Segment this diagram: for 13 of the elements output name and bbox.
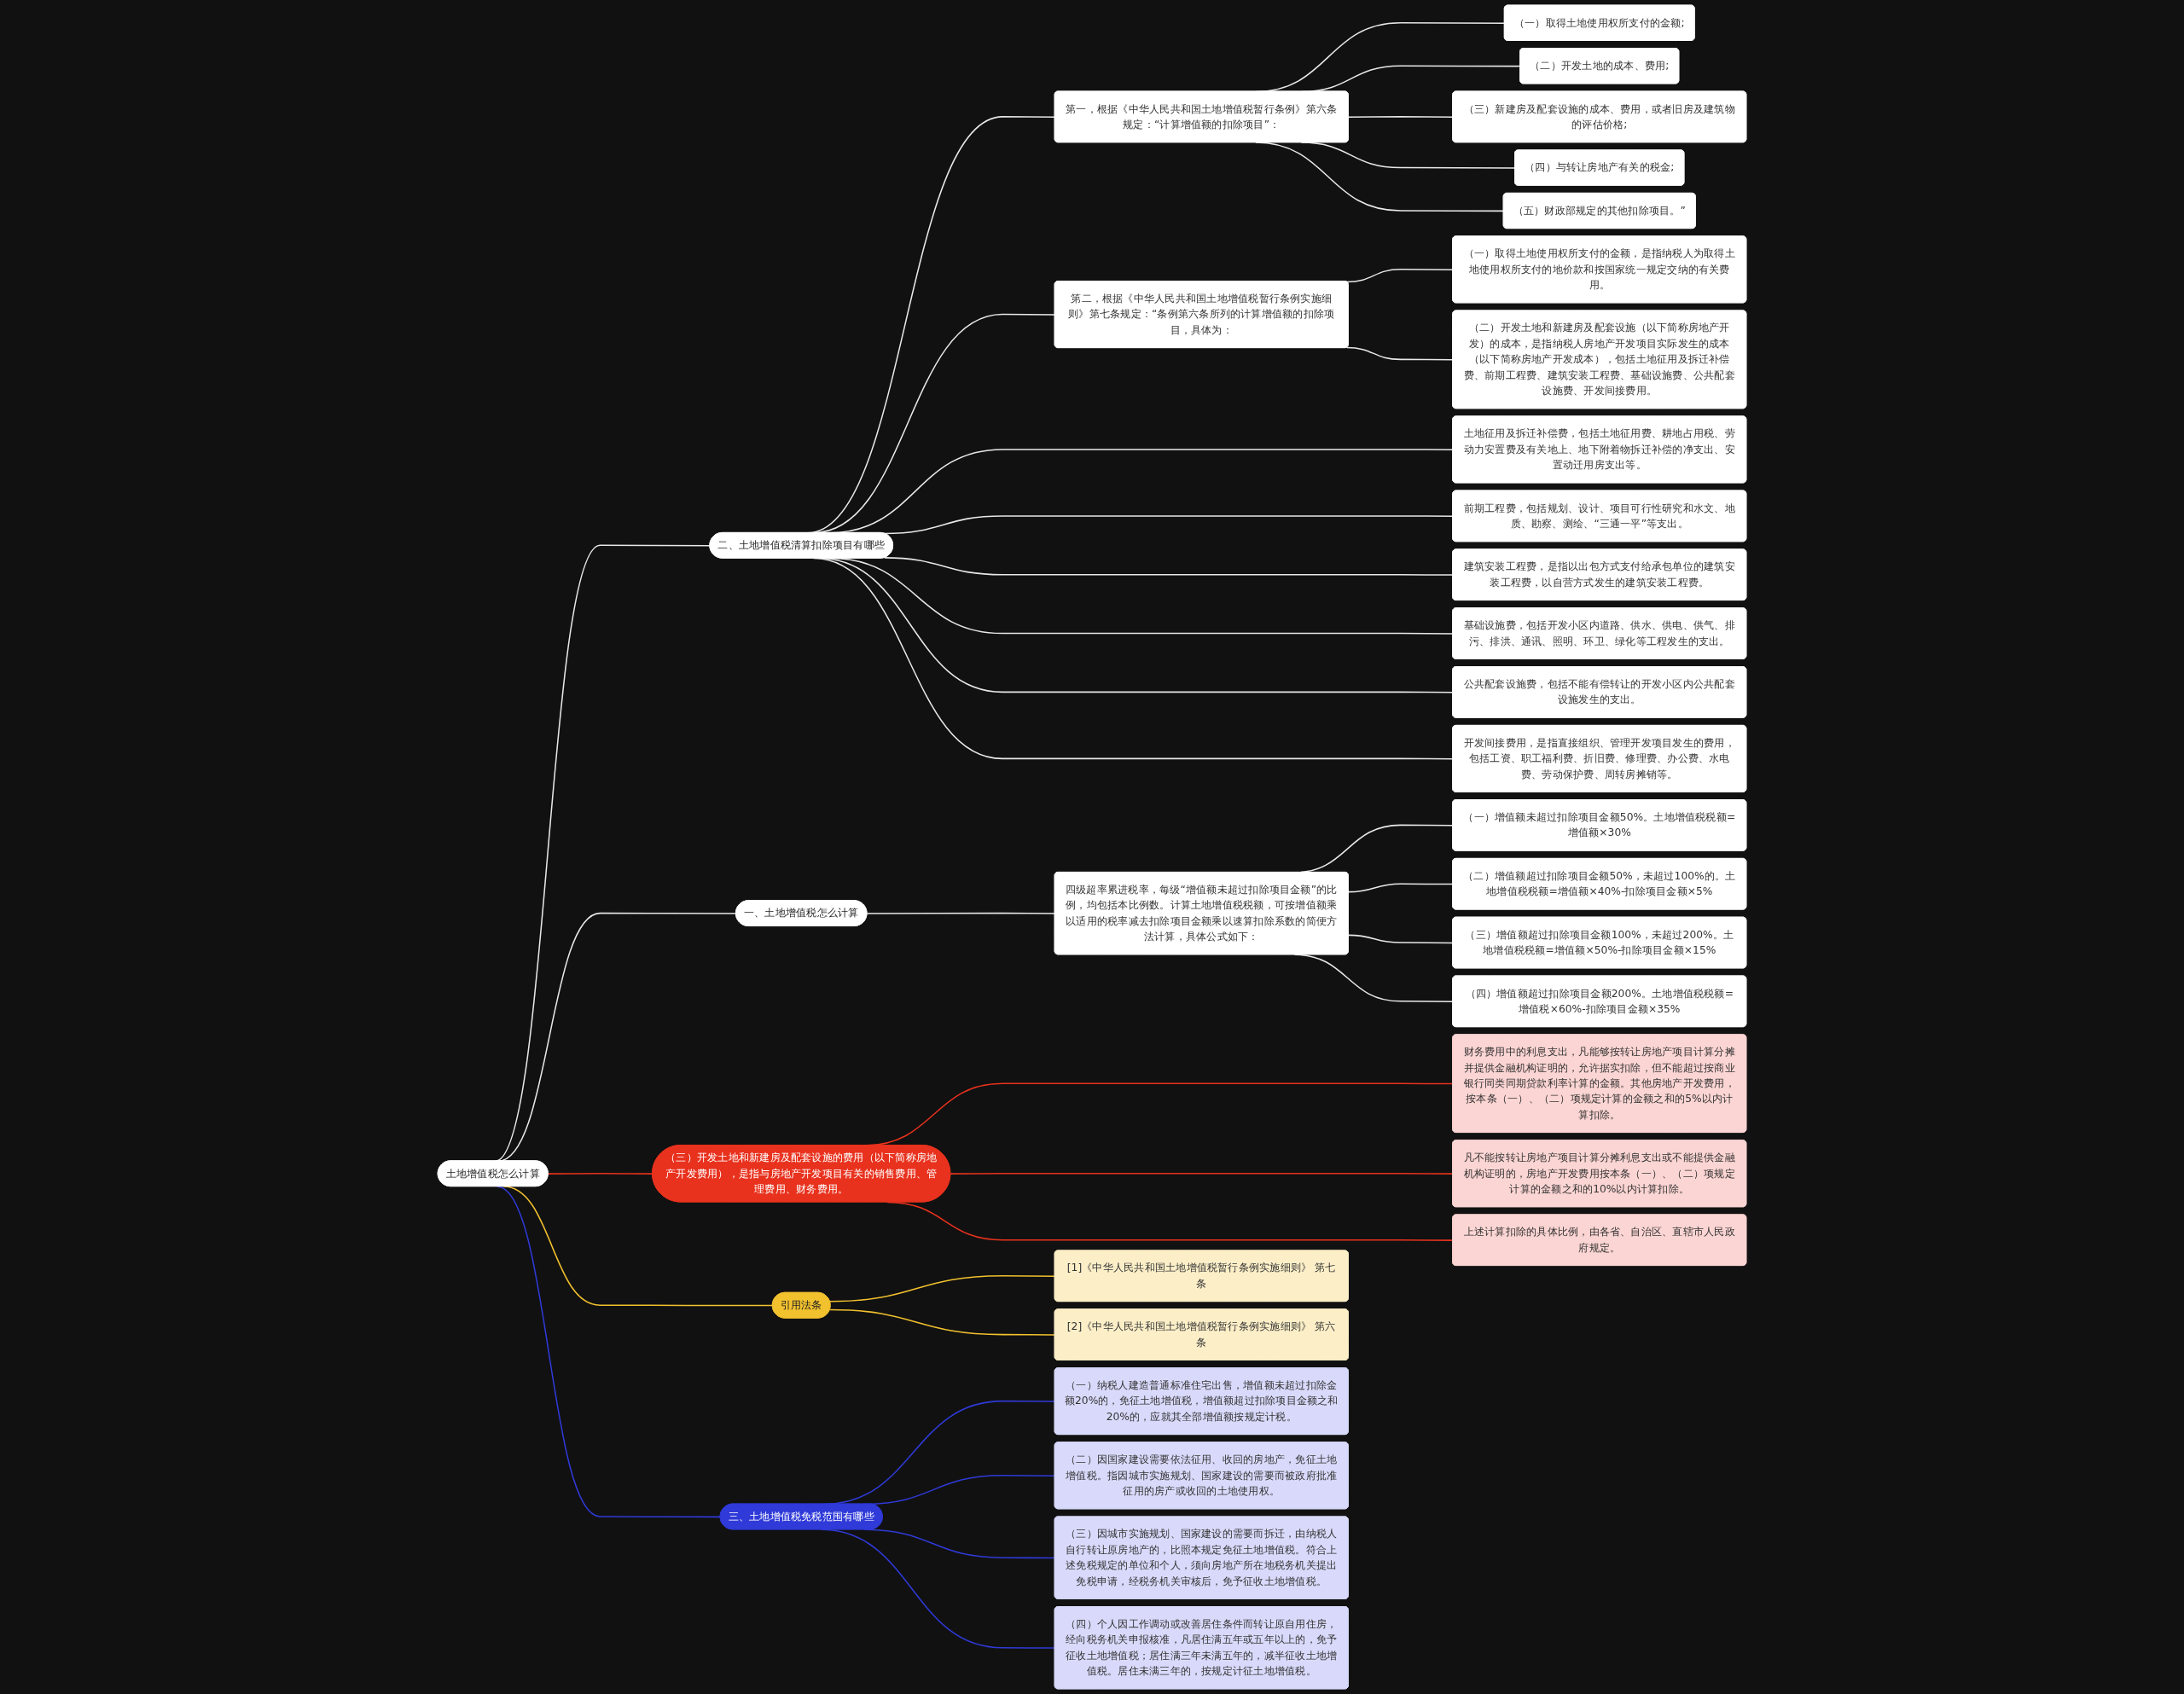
connector — [1347, 934, 1454, 944]
connector — [1347, 883, 1454, 893]
connector — [497, 1186, 722, 1518]
connector — [1293, 954, 1454, 1002]
connector — [950, 1173, 1454, 1175]
connector — [1346, 346, 1454, 361]
connector — [866, 912, 1056, 914]
connector — [883, 557, 1454, 576]
connector — [828, 1308, 1056, 1336]
connector — [1347, 116, 1454, 119]
connector — [547, 1173, 653, 1175]
connector — [828, 1275, 1056, 1302]
connector — [1346, 269, 1454, 283]
